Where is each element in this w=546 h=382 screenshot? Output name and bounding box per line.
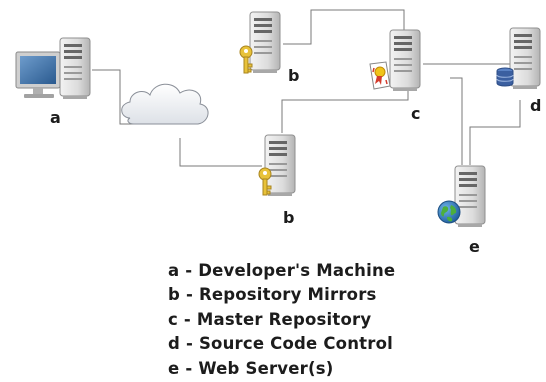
link-master-web <box>450 77 463 165</box>
developer-machine-icon <box>15 37 91 100</box>
key-icon <box>239 45 253 74</box>
link-a-cloud <box>92 69 140 125</box>
web-server-icon <box>454 165 486 228</box>
link-source-web <box>469 100 521 165</box>
node-label-b-bottom: b <box>283 208 295 227</box>
master-repository-server-icon <box>389 29 421 92</box>
legend-item: e - Web Server(s) <box>168 358 334 378</box>
node-label-e: e <box>469 237 480 256</box>
node-label-c: c <box>411 104 421 123</box>
link-cloud-mirror-bottom <box>179 138 262 167</box>
legend: a - Developer's Machine b - Repository M… <box>168 259 395 381</box>
legend-item: b - Repository Mirrors <box>168 285 377 305</box>
globe-icon <box>437 200 461 224</box>
node-label-b-top: b <box>288 66 300 85</box>
link-mirror-top-master <box>283 9 405 45</box>
database-icon <box>496 67 514 87</box>
node-label-d: d <box>530 96 542 115</box>
link-mirror-bottom-master <box>281 90 409 133</box>
mirror-top-server-icon <box>249 11 281 74</box>
node-label-a: a <box>50 108 61 127</box>
key-icon <box>258 167 272 196</box>
certificate-icon <box>369 61 391 90</box>
connectors <box>92 9 521 167</box>
legend-item: a - Developer's Machine <box>168 261 396 280</box>
legend-item: c - Master Repository <box>168 309 372 329</box>
legend-item: d - Source Code Control <box>168 334 393 354</box>
cloud-icon <box>121 83 209 125</box>
source-control-server-icon <box>509 27 541 90</box>
